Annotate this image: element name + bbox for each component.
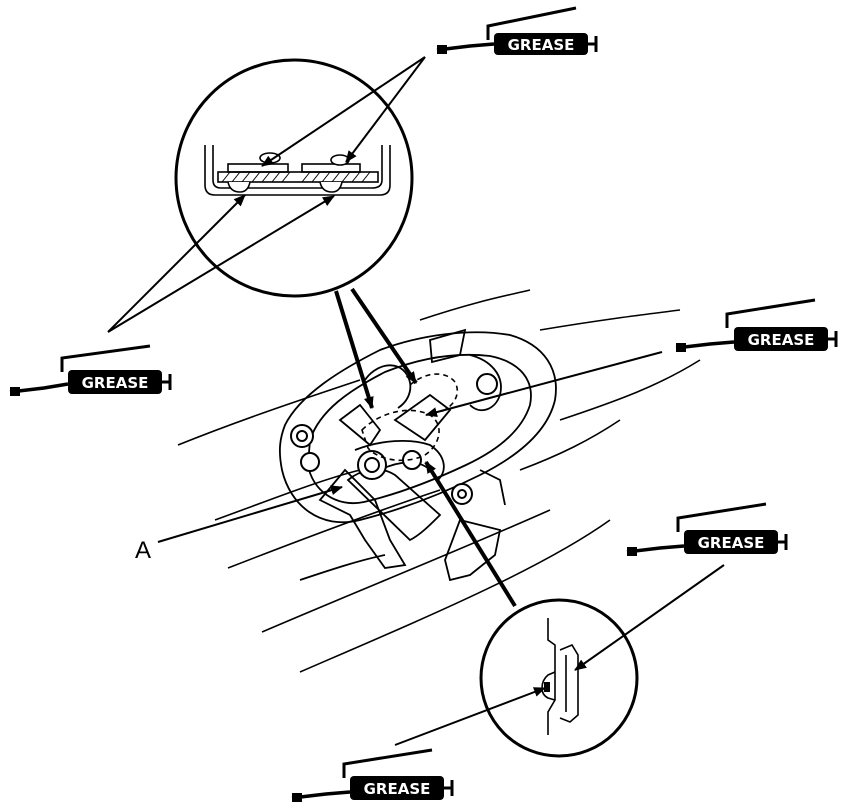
- latch-bolts: [290, 373, 498, 505]
- body-panel-lines: [177, 289, 701, 673]
- grease-gun-icon: GREASE: [291, 748, 454, 802]
- grease-gun-icon: GREASE: [9, 344, 172, 396]
- upper-detail-circle: [174, 58, 414, 298]
- grease-gun-icon: GREASE: [436, 6, 598, 55]
- grease-label: GREASE: [748, 331, 815, 349]
- grease-gun-icon: GREASE: [626, 502, 788, 556]
- callout-a-label: A: [135, 537, 151, 564]
- magnifier-projection-lines: [334, 287, 517, 608]
- lower-detail-circle: [479, 598, 639, 758]
- leader-lines: [107, 56, 725, 746]
- grease-label: GREASE: [698, 534, 765, 552]
- grease-label: GREASE: [82, 374, 149, 392]
- grease-label: GREASE: [364, 780, 431, 798]
- grease-label: GREASE: [508, 36, 575, 54]
- grease-gun-icon: GREASE: [675, 298, 838, 352]
- grease-point-dashes: [361, 373, 459, 462]
